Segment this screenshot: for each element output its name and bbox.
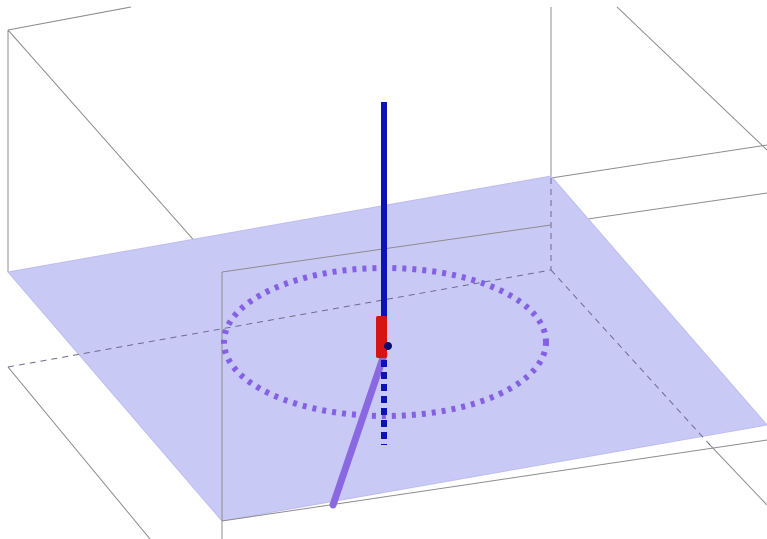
red-marker xyxy=(376,316,387,358)
box-edge-bottom-left xyxy=(7,366,151,539)
slanted-line xyxy=(329,351,388,509)
hidden-lines xyxy=(7,178,711,446)
box-edge-left-diagonal xyxy=(7,29,223,273)
box-edge-top-left xyxy=(7,6,132,31)
hidden-edge-back xyxy=(7,269,552,368)
intersection-point xyxy=(384,342,392,350)
box-edge-right-top xyxy=(616,6,767,151)
box-edge-bottom-right xyxy=(709,444,767,506)
box-edge-back-top xyxy=(550,144,767,179)
box-edge-front-lower xyxy=(221,439,767,522)
